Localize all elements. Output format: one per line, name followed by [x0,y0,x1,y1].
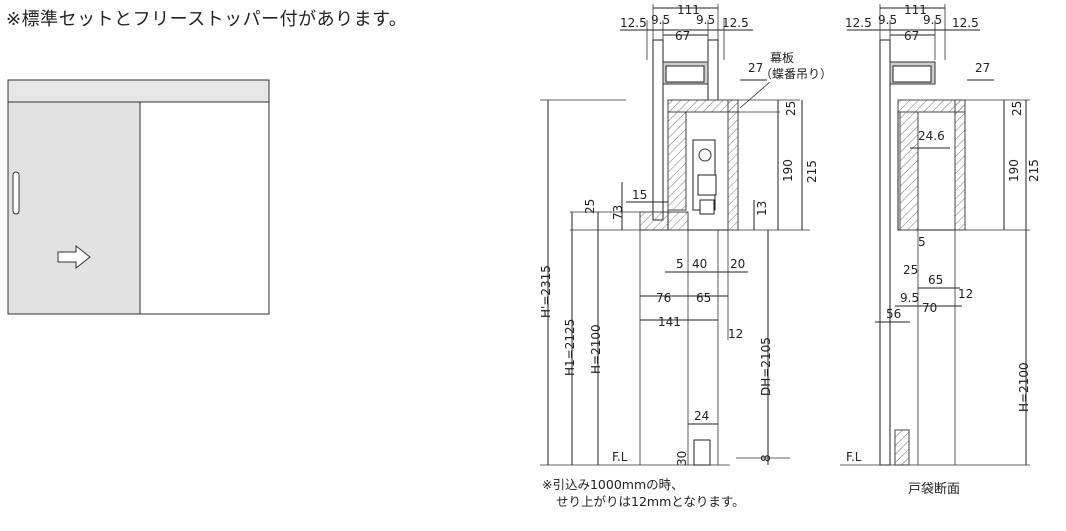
p-dim-24-6: 24.6 [918,129,945,143]
dim-190: 190 [781,159,795,182]
p-dim-190: 190 [1007,159,1021,182]
footnote-line-1: ※引込み1000mmの時、 [542,477,684,492]
p-dim-25: 25 [903,263,918,277]
dim-dh-2105: DH=2105 [759,337,773,396]
floor-label-pocket: F.L [846,450,862,464]
dim-25-left: 25 [583,199,597,214]
p-dim-111: 111 [904,3,927,17]
dim-25-right: 25 [784,101,798,116]
footnote-line-2: せり上がりは12mmとなります。 [556,494,745,509]
dim-141: 141 [658,315,681,329]
dim-h1-2125: H1=2125 [563,319,577,376]
dim-13: 13 [755,201,769,216]
p-dim-9-5-right: 9.5 [923,13,942,27]
p-dim-65: 65 [928,273,943,287]
dim-12-5-right: 12.5 [722,16,749,30]
p-dim-12-5-right: 12.5 [952,16,979,30]
dim-67: 67 [675,29,690,43]
p-dim-12: 12 [958,287,973,301]
door-illustration [7,79,270,315]
p-dim-9-5: 9.5 [900,291,919,305]
dim-5: 5 [676,257,684,271]
header-note: ※標準セットとフリーストッパー付があります。 [6,9,408,30]
dim-40: 40 [692,257,707,271]
dim-27: 27 [748,61,763,75]
right-arrow-icon [57,244,91,270]
p-dim-5: 5 [918,235,926,249]
dim-h-prime-2315: H'=2315 [539,265,553,318]
p-dim-215: 215 [1027,159,1041,182]
label-lintel-sub: （蝶番吊り） [760,66,832,81]
dim-65: 65 [696,291,711,305]
dim-9-5-right: 9.5 [696,13,715,27]
p-dim-h-2100: H=2100 [1017,362,1031,412]
dim-20: 20 [730,257,745,271]
pocket-caption: 戸袋断面 [908,482,961,497]
p-dim-27: 27 [975,61,990,75]
footnote: ※引込み1000mmの時、 せり上がりは12mmとなります。 [542,476,745,510]
p-dim-12-5-left: 12.5 [845,16,872,30]
floor-label-front: F.L [612,450,628,464]
dim-9-5-left: 9.5 [651,13,670,27]
p-dim-25: 25 [1010,101,1024,116]
p-dim-56: 56 [886,307,901,321]
front-section: 111 12.5 9.5 9.5 12.5 67 幕板 （蝶番吊り） 27 [539,3,832,466]
door-handle [12,171,20,215]
dim-15: 15 [632,188,647,202]
p-dim-9-5-left: 9.5 [878,13,897,27]
dim-24: 24 [694,409,709,423]
p-dim-70: 70 [922,301,937,315]
dim-76: 76 [656,291,671,305]
dim-111: 111 [677,3,700,17]
dim-215: 215 [805,160,819,183]
pocket-section: 111 12.5 9.5 9.5 12.5 67 27 25 190 215 2… [840,3,1041,466]
dim-30: 30 [675,451,689,466]
dim-12-5-left: 12.5 [620,16,647,30]
dim-12: 12 [728,327,743,341]
dim-h-2100: H=2100 [589,324,603,374]
dim-8: 8 [759,454,773,462]
label-lintel: 幕板 [770,51,794,65]
p-dim-67: 67 [904,29,919,43]
